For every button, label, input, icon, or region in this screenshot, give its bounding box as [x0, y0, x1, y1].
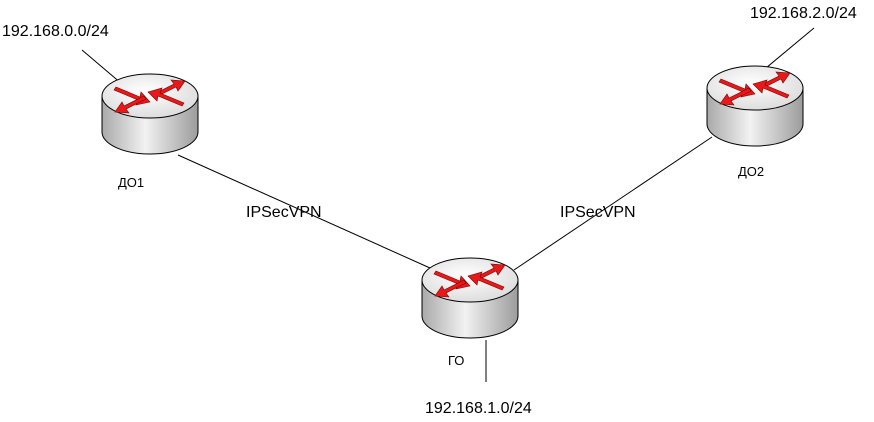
router-do2-name: ДО2 [738, 164, 765, 179]
router-go-icon [421, 257, 519, 339]
link-go-do2 [513, 136, 713, 271]
stub-do1-net [81, 49, 123, 85]
router-go-name: ГО [448, 353, 465, 368]
do1-network-label: 192.168.0.0/24 [2, 23, 109, 40]
link-right-label: IPSecVPN [560, 204, 636, 221]
go-network-label: 192.168.1.0/24 [425, 400, 532, 417]
router-do2-icon [706, 65, 804, 147]
link-left-label: IPSecVPN [246, 204, 322, 221]
router-do1-name: ДО1 [118, 175, 145, 190]
stub-do2-net [759, 27, 815, 74]
link-do1-go [177, 154, 431, 269]
router-do1-icon [101, 73, 199, 155]
do2-network-label: 192.168.2.0/24 [750, 5, 857, 22]
